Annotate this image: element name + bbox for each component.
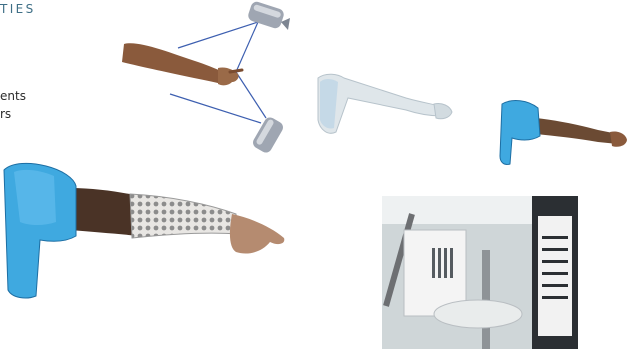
section-heading: TIES [0,2,36,16]
arm-with-lattice-sleeve-figure [0,152,290,300]
printer-photo [382,196,578,349]
printer-photo-image [382,196,578,349]
body-text-line-2: rs [0,107,11,121]
scanner-setup-figure [118,0,300,160]
arm-scan-figure [310,68,455,143]
scanner-top-icon [247,0,290,30]
arm-with-socket-figure [494,98,628,168]
arm-illustration [122,43,242,85]
body-text-line-1: ents [0,89,26,103]
